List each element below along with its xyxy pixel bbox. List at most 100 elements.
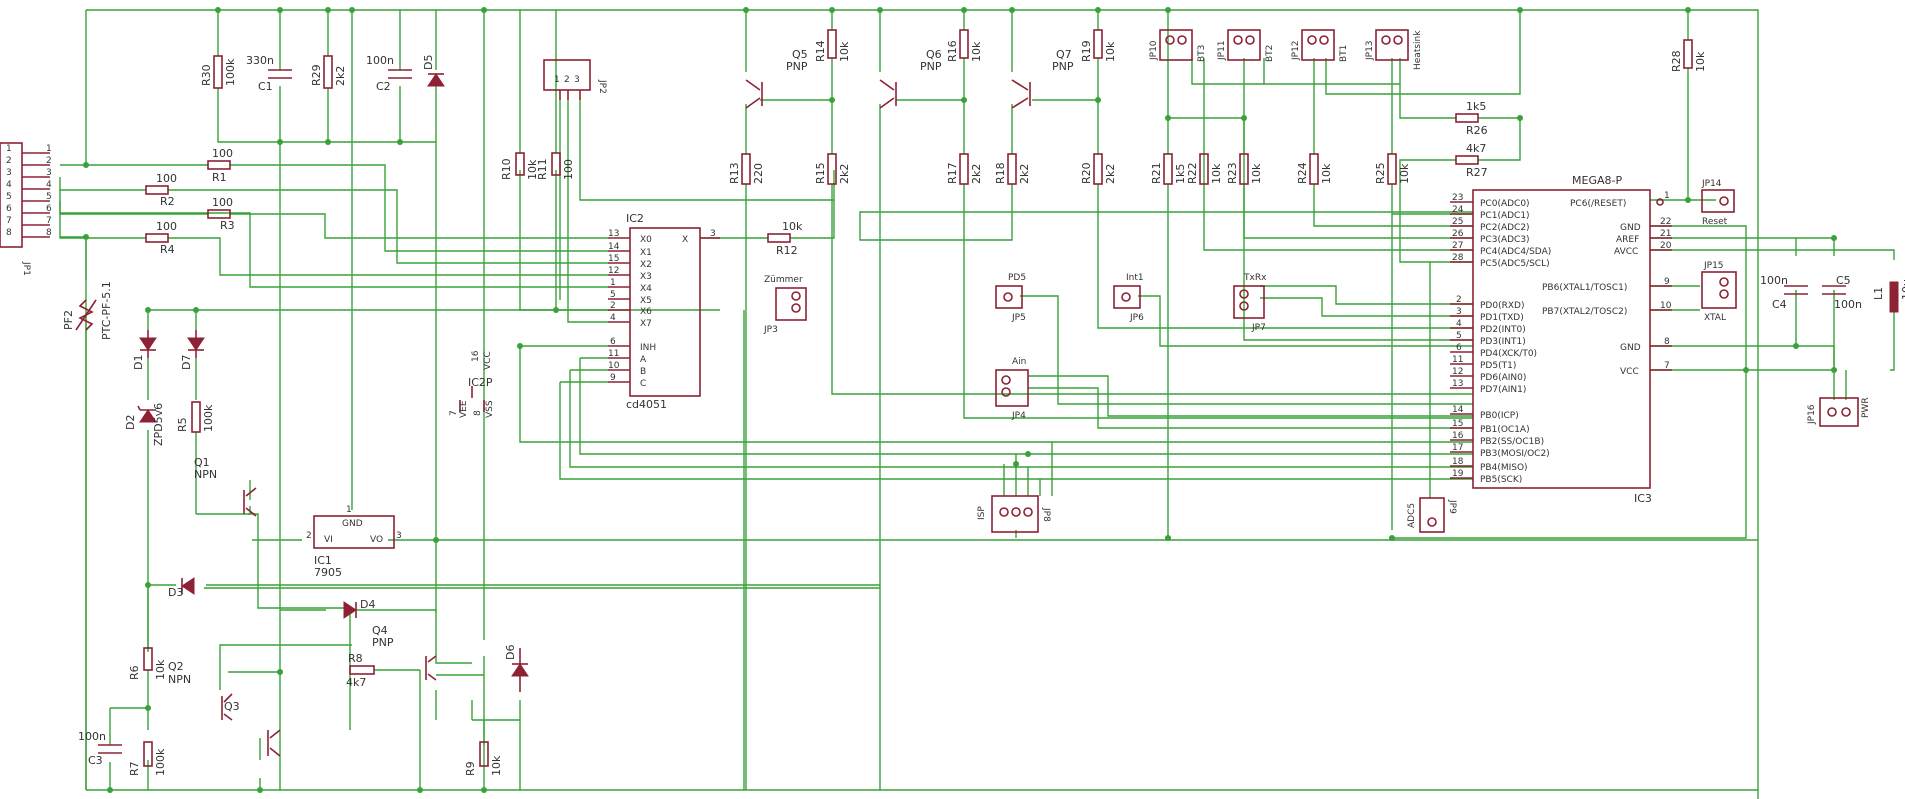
- jumper-jp9-name: JP9: [1447, 499, 1457, 514]
- ic3-pin-num: 15: [1452, 419, 1463, 429]
- ic1-pin-name: GND: [342, 519, 363, 529]
- ic3-pin-num: 12: [1452, 367, 1463, 377]
- ic3-pin-num: 10: [1660, 301, 1672, 311]
- ic2-pin-name: X3: [640, 272, 652, 282]
- ic3-pin-num: 24: [1452, 205, 1464, 215]
- capacitor-c5-name: C5: [1836, 274, 1851, 287]
- transistor-q4-name: Q4: [372, 624, 388, 637]
- resistor-r24-name: R24: [1296, 162, 1309, 184]
- ic2p-name: IC2P: [468, 376, 493, 389]
- jp1-pin-label: 1: [6, 144, 12, 154]
- transistor-q7-type: PNP: [1052, 60, 1074, 73]
- resistor-r3-value: 100: [212, 196, 233, 209]
- ic3-pin-name: GND: [1620, 343, 1641, 353]
- transistor-q6-name: Q6: [926, 48, 942, 61]
- jp2-pin: 1: [554, 75, 560, 85]
- diode-d3-name: D3: [168, 586, 183, 599]
- jumper-jp14-label: Reset: [1702, 217, 1728, 227]
- capacitor-c4-name: C4: [1772, 298, 1787, 311]
- ic2-pin-name: X5: [640, 296, 652, 306]
- ic2-pin-name: B: [640, 367, 646, 377]
- ic2p-pin-num: 16: [471, 350, 481, 362]
- jumper-jp16-label: PWR: [1861, 397, 1871, 418]
- jumper-jp6-label: Int1: [1126, 273, 1144, 283]
- ic2-pin-num: 9: [610, 373, 616, 383]
- diodes: D5 D1 D7 D2 ZPD5v6 D3 D4 D6: [124, 55, 529, 692]
- ic3-pin-name: PD5(T1): [1480, 361, 1516, 371]
- jumper-jp4-label: Ain: [1012, 357, 1026, 367]
- ic2-pin-num: 12: [608, 266, 619, 276]
- jumper-jp10-name: JP10: [1149, 40, 1159, 61]
- resistor-r29-name: R29: [310, 64, 323, 86]
- resistor-r17-name: R17: [946, 162, 959, 184]
- ic2-pin-name: INH: [640, 343, 656, 353]
- ic3-pin-name: PC2(ADC2): [1480, 223, 1530, 233]
- transistor-q5-type: PNP: [786, 60, 808, 73]
- resistor-r2-value: 100: [156, 172, 177, 185]
- jumpers: JP10 BT3 JP11 BT2 JP12 BT1 JP13 Heatsink…: [763, 29, 1871, 533]
- jumper-jp6-name: JP6: [1129, 313, 1144, 323]
- ic2-mux: IC2 cd4051 13 14 15 12 1 5 2 4 6 11 10 9…: [608, 212, 720, 411]
- ic2p-pin-name: VSS: [485, 400, 495, 418]
- resistor-r16-name: R16: [946, 40, 959, 62]
- ic3-pin-name: PB6(XTAL1/TOSC1): [1542, 283, 1627, 293]
- jumper-jp15-name: JP15: [1703, 261, 1724, 271]
- ic2-pin-name: A: [640, 355, 647, 365]
- ic3-pin-num: 5: [1456, 331, 1462, 341]
- ic3-pin-num: 20: [1660, 241, 1672, 251]
- ic3-pin-name: PD7(AIN1): [1480, 385, 1526, 395]
- diode-d5-name: D5: [422, 55, 435, 70]
- inductor-l1: L1 10u: [1872, 279, 1905, 313]
- ic1-pin-name: VO: [370, 535, 383, 545]
- resistor-r29-value: 2k2: [334, 66, 347, 86]
- ic3-pin-num: 6: [1456, 343, 1462, 353]
- ic3-pin-name: PD3(INT1): [1480, 337, 1526, 347]
- jp1-pin-label: 6: [46, 204, 52, 214]
- jumper-jp13-name: JP13: [1365, 40, 1375, 61]
- jp2-name: JP2: [597, 79, 607, 94]
- resistor-r18-name: R18: [994, 162, 1007, 184]
- diode-d2-value: ZPD5v6: [152, 403, 165, 446]
- ic2-pin-num: 10: [608, 361, 620, 371]
- ic3-part: MEGA8-P: [1572, 174, 1622, 187]
- resistor-r9-name: R9: [464, 761, 477, 776]
- resistor-r20-name: R20: [1080, 162, 1093, 184]
- transistor-q3-name: Q3: [224, 700, 240, 713]
- ic3-pin-num: 7: [1664, 361, 1670, 371]
- fuse-pf2-name: PF2: [62, 310, 75, 330]
- ic1-pin-num: 2: [306, 531, 312, 541]
- ic3-pin-name: PD4(XCK/T0): [1480, 349, 1537, 359]
- diode-d1-name: D1: [132, 355, 145, 370]
- ic3-pin-num: 8: [1664, 337, 1670, 347]
- capacitor-c2-value: 100n: [366, 54, 394, 67]
- ic3-pin-num: 28: [1452, 253, 1464, 263]
- ic3-pin-name: PD1(TXD): [1480, 313, 1524, 323]
- jumper-jp3-name: JP3: [763, 325, 778, 335]
- ic3-pin-num: 26: [1452, 229, 1464, 239]
- ic3-pin-name: PB4(MISO): [1480, 463, 1528, 473]
- resistor-r27-value: 4k7: [1466, 142, 1486, 155]
- ic3-pin-name: PB0(ICP): [1480, 411, 1519, 421]
- ic2-pin-name: X4: [640, 284, 652, 294]
- resistor-r23-name: R23: [1226, 162, 1239, 184]
- ic2-part: cd4051: [626, 398, 667, 411]
- ic3-pin-num: 23: [1452, 193, 1463, 203]
- transistor-q2-type: NPN: [168, 673, 191, 686]
- jp1-pin-label: 2: [46, 156, 52, 166]
- junctions: [83, 7, 1837, 793]
- resistor-r27-name: R27: [1466, 166, 1488, 179]
- ic3-pin-num: 9: [1664, 277, 1670, 287]
- jp1-name: JP1: [21, 261, 31, 276]
- ic2-pin-name: X1: [640, 248, 652, 258]
- wires: [59, 9, 1895, 799]
- ic3-pin-num: 14: [1452, 405, 1464, 415]
- jumper-jp5-name: JP5: [1011, 313, 1026, 323]
- jumper-jp11-name: JP11: [1217, 40, 1227, 61]
- jumper-jp7-name: JP7: [1251, 323, 1266, 333]
- ic1-regulator: GND VI VO 1 2 3 IC1 7905: [306, 505, 402, 579]
- resistor-r19-name: R19: [1080, 40, 1093, 62]
- ic2-pin-num: 5: [610, 290, 616, 300]
- jp2-header: 1 2 3 JP2: [543, 59, 607, 100]
- ic2p-pin-name: VCC: [483, 351, 493, 370]
- resistor-r7-value: 100k: [154, 748, 167, 776]
